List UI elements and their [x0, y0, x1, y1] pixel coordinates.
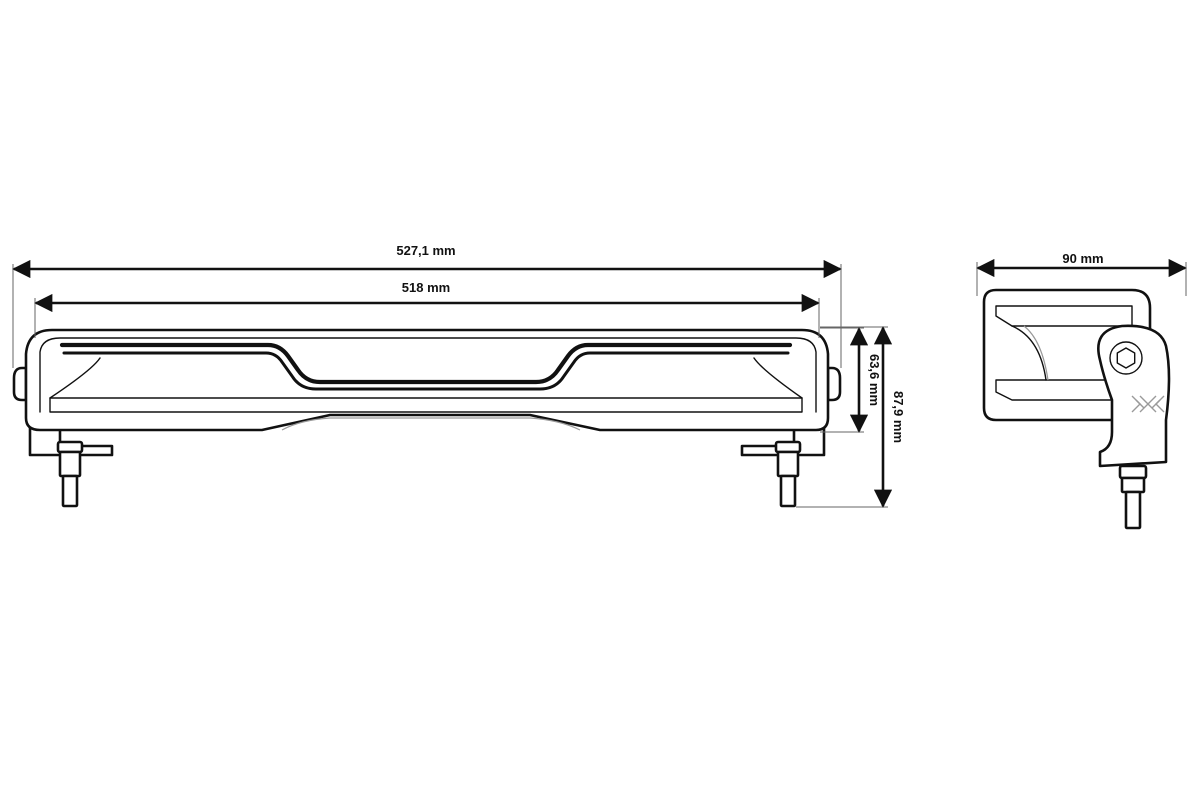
front-view — [12, 328, 842, 508]
left-end-knob — [12, 366, 28, 402]
hex-bolt-icon — [1116, 347, 1136, 369]
lens-outline — [39, 337, 817, 413]
bolt-washer — [1109, 341, 1143, 375]
left-mount-bracket — [28, 418, 114, 508]
side-view — [982, 288, 1171, 530]
total-height-label: 87,9 mm — [891, 391, 906, 443]
dimension-depth: 90 mm — [976, 251, 1187, 296]
dimension-total-height: 87,9 mm — [796, 326, 906, 508]
lens-length-label: 518 mm — [402, 280, 450, 295]
right-end-knob — [826, 366, 842, 402]
depth-label: 90 mm — [1062, 251, 1103, 266]
drl-light-guide — [59, 342, 793, 385]
side-mount-bracket — [1097, 324, 1171, 530]
lower-reflector-strip — [49, 397, 803, 413]
housing-height-label: 63,6 mm — [867, 354, 882, 406]
overall-length-label: 527,1 mm — [396, 243, 455, 258]
dimension-overall-length: 527,1 mm — [12, 243, 842, 368]
right-mount-bracket — [740, 418, 826, 508]
dimension-lens-length: 518 mm — [34, 280, 820, 338]
brand-logo-icon — [1131, 395, 1165, 413]
